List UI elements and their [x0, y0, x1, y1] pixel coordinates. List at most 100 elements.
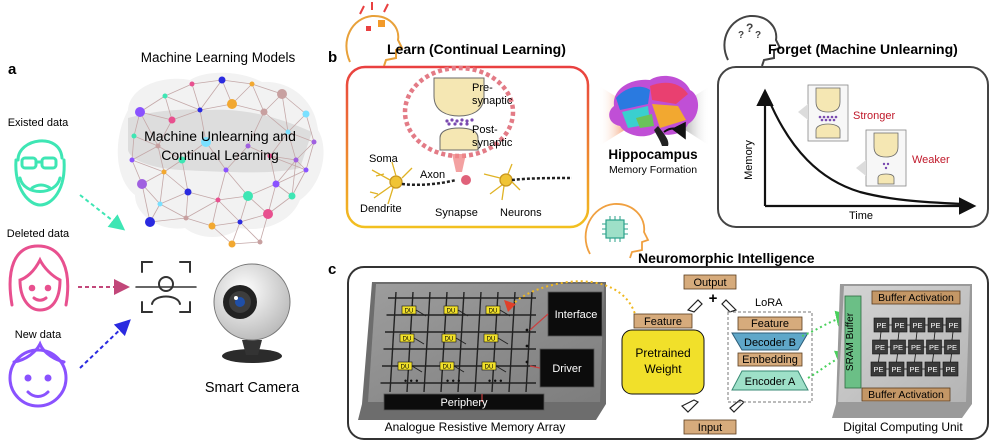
input-arrow-left [680, 399, 700, 413]
svg-text:PE: PE [929, 343, 939, 352]
output-arrow-left [686, 299, 703, 313]
synapse-dot [461, 175, 471, 185]
input-box [683, 419, 737, 435]
pre-synaptic-line2: synaptic [472, 95, 513, 107]
pretrained-line2: Weight [644, 362, 682, 376]
svg-text:• • •: • • • [446, 376, 460, 386]
weaker-label: Weaker [912, 154, 950, 166]
feature-right-label: Feature [751, 318, 789, 330]
encoder-label: Encoder A [745, 376, 796, 388]
svg-text:PE: PE [930, 321, 940, 330]
svg-text:DU: DU [405, 309, 414, 315]
svg-text:PE: PE [911, 343, 921, 352]
svg-text:• • •: • • • [404, 376, 418, 386]
svg-text:PE: PE [945, 365, 955, 374]
synapse-label: Synapse [435, 207, 478, 219]
svg-text:DU: DU [445, 337, 454, 343]
svg-text:DU: DU [485, 365, 494, 371]
post-synaptic-line1: Post- [472, 124, 498, 136]
embedding-label: Embedding [742, 354, 798, 366]
periphery-label: Periphery [440, 397, 488, 409]
forget-box [717, 66, 989, 228]
input-arrow-right [729, 399, 746, 413]
sram-buffer [844, 295, 862, 389]
neurons-label: Neurons [500, 207, 542, 219]
panel-c-letter: c [328, 261, 336, 278]
y-axis-label: Memory [743, 140, 755, 180]
svg-text:PE: PE [875, 343, 885, 352]
output-box [683, 274, 737, 290]
forgetting-curve [756, 88, 977, 215]
svg-text:?: ? [738, 30, 744, 41]
forget-title: Forget (Machine Unlearning) [768, 41, 958, 57]
buffer-top-label: Buffer Activation [878, 292, 954, 304]
woman-icon [8, 244, 70, 312]
hippocampus-label: Hippocampus [608, 147, 697, 162]
svg-text:PE: PE [947, 343, 957, 352]
svg-text:DU: DU [487, 337, 496, 343]
panel-a-letter: a [8, 61, 17, 78]
pretrained-weight-box [621, 329, 705, 395]
webcam-icon [213, 263, 291, 363]
models-title: Machine Learning Models [141, 50, 296, 65]
network-brain [117, 72, 324, 248]
soma-label: Soma [369, 153, 399, 165]
svg-text:PE: PE [893, 343, 903, 352]
brain-icon [609, 75, 699, 146]
brain-text-line1: Machine Unlearning and [144, 128, 296, 144]
svg-text:DU: DU [403, 337, 412, 343]
existed-data-arrow [79, 194, 126, 231]
pre-synaptic-line1: Pre- [472, 82, 493, 94]
feature-left-label: Feature [644, 316, 682, 328]
svg-text:?: ? [755, 30, 761, 41]
panel-b-letter: b [328, 49, 337, 66]
post-synaptic-line2: synaptic [472, 137, 513, 149]
svg-text:PE: PE [891, 365, 901, 374]
pretrained-line1: Pretrained [635, 346, 690, 360]
stronger-label: Stronger [853, 110, 896, 122]
camera-label: Smart Camera [205, 380, 300, 396]
svg-text:DU: DU [447, 309, 456, 315]
embedding-box [737, 352, 803, 367]
new-data-arrow [79, 319, 131, 369]
learning-head-icon [345, 2, 404, 67]
svg-text:• • •: • • • [488, 376, 502, 386]
child-icon [8, 340, 68, 408]
buffer-bottom-label: Buffer Activation [868, 389, 944, 401]
svg-text:PE: PE [912, 321, 922, 330]
encoder-shape [731, 370, 809, 391]
svg-text:PE: PE [873, 365, 883, 374]
svg-text:PE: PE [909, 365, 919, 374]
decoder-shape [731, 332, 809, 351]
interface-label: Interface [555, 309, 598, 321]
chip-head-icon [584, 203, 650, 259]
axon-label: Axon [420, 169, 445, 181]
lora-label: LoRA [755, 297, 783, 309]
memory-formation-label: Memory Formation [609, 164, 697, 176]
neuron-left [369, 161, 413, 205]
svg-text:?: ? [746, 21, 753, 35]
lora-box [727, 311, 813, 403]
thinking-head-icon: ? ? ? [723, 14, 782, 67]
svg-text:PE: PE [876, 321, 886, 330]
new-data-label: New data [15, 329, 62, 341]
plus-sign: + [709, 290, 718, 307]
existed-data-label: Existed data [8, 117, 69, 129]
neuromorphic-title: Neuromorphic Intelligence [638, 250, 815, 266]
axon [401, 178, 457, 187]
svg-text:PE: PE [948, 321, 958, 330]
output-label: Output [693, 277, 726, 289]
svg-text:PE: PE [894, 321, 904, 330]
face-scan-icon [135, 261, 197, 313]
weak-synapse [865, 129, 907, 187]
feature-left-box [633, 313, 693, 329]
svg-text:DU: DU [443, 365, 452, 371]
deleted-data-label: Deleted data [7, 228, 70, 240]
strong-synapse [807, 84, 849, 142]
x-axis-label: Time [849, 210, 873, 222]
dendrite-label: Dendrite [360, 203, 402, 215]
decoder-label: Decoder B [744, 337, 796, 349]
